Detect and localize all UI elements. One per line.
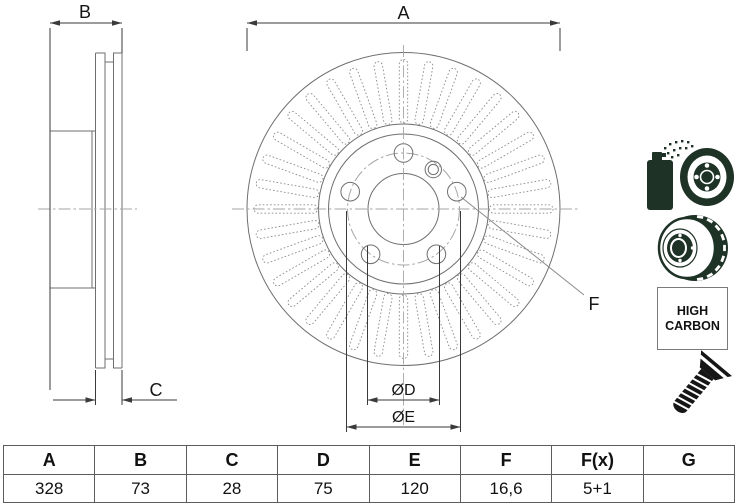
col-header-fx: F(x): [551, 445, 644, 475]
spec-table-header-row: A B C D E F F(x) G: [2, 445, 736, 475]
dim-label-F: F: [589, 294, 600, 314]
high-carbon-badge: HIGH CARBON: [657, 287, 728, 350]
value-d: 75: [277, 474, 370, 503]
spray-coating-icon: [644, 139, 738, 213]
value-g: [642, 474, 736, 503]
col-header-d: D: [277, 445, 370, 475]
hat-section: [49, 130, 93, 289]
dimensions: [49, 22, 585, 432]
col-header-e: E: [368, 445, 461, 475]
value-a: 328: [2, 474, 96, 503]
dim-label-E: ØE: [392, 409, 415, 426]
f-leader-line: [460, 196, 585, 296]
technical-drawing: A B C ØD ØE F: [38, 2, 600, 432]
high-carbon-line1: HIGH: [676, 304, 709, 318]
dim-label-C: C: [150, 380, 163, 400]
col-header-f: F: [459, 445, 553, 475]
countersunk-screw-icon: [650, 350, 738, 430]
dim-label-B: B: [79, 2, 91, 22]
centerlines: [38, 45, 578, 425]
dim-label-A: A: [397, 3, 409, 23]
col-header-a: A: [2, 445, 96, 475]
col-header-b: B: [94, 445, 187, 475]
dim-label-D: ØD: [392, 382, 416, 399]
high-carbon-line2: CARBON: [665, 319, 720, 333]
side-section-view: [49, 52, 123, 369]
plate-bottom-edge: [95, 358, 122, 369]
spec-table-value-row: 328 73 28 75 120 16,6 5+1: [2, 474, 736, 503]
value-b: 73: [94, 474, 187, 503]
plate-top-edge: [95, 52, 122, 63]
value-fx: 5+1: [551, 474, 644, 503]
col-header-g: G: [642, 445, 736, 475]
locating-pin-hole: [424, 160, 442, 179]
vented-disc-3d-icon: [651, 212, 735, 286]
value-e: 120: [368, 474, 461, 503]
dimension-arrowheads: [50, 20, 560, 430]
col-header-c: C: [185, 445, 279, 475]
spec-table: A B C D E F F(x) G 328 73 28 75 120 16,6…: [2, 445, 736, 503]
value-f: 16,6: [459, 474, 553, 503]
value-c: 28: [185, 474, 279, 503]
